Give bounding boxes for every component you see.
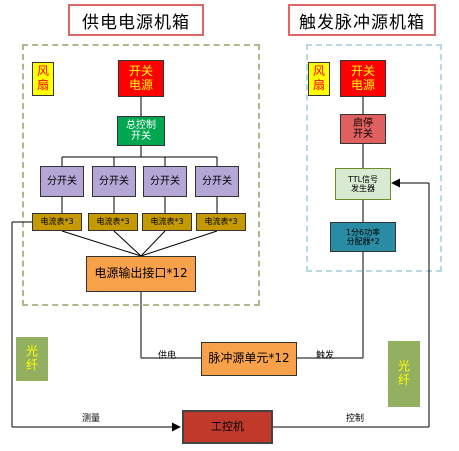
left-fan: 风 扇 — [32, 62, 54, 96]
sub-switch-4: 分开关 — [195, 166, 239, 197]
ttl-signal-generator: TTL信号 发生器 — [335, 168, 391, 200]
ammeter-4: 电流表*3 — [196, 213, 246, 231]
ammeter-2: 电流表*3 — [88, 213, 138, 231]
power-output-port: 电源输出接口*12 — [86, 256, 196, 292]
pulse-source-unit: 脉冲源单元*12 — [201, 342, 297, 376]
main-control-switch: 总控制 开关 — [117, 116, 165, 146]
ammeter-3: 电流表*3 — [142, 213, 192, 231]
right-switch-power: 开关 电源 — [340, 60, 386, 97]
ammeter-1: 电流表*3 — [32, 213, 82, 231]
label-control: 控制 — [346, 414, 365, 424]
start-stop-switch: 启停 开关 — [340, 114, 386, 144]
fiber-left: 光 纤 — [16, 337, 48, 381]
label-trigger: 触发 — [316, 351, 335, 361]
fiber-right: 光 纤 — [388, 341, 420, 407]
sub-switch-2: 分开关 — [92, 166, 136, 197]
right-fan: 风 扇 — [308, 62, 330, 96]
sub-switch-3: 分开关 — [143, 166, 187, 197]
trigger-pulse-chassis-frame — [306, 44, 442, 272]
label-measure: 测量 — [82, 414, 101, 424]
left-switch-power: 开关 电源 — [118, 60, 164, 97]
label-supply: 供电 — [158, 351, 177, 361]
sub-switch-1: 分开关 — [40, 166, 84, 197]
power-divider: 1分6功率 分配器*2 — [330, 222, 396, 252]
industrial-pc: 工控机 — [182, 410, 273, 444]
power-supply-chassis-title: 供电电源机箱 — [68, 4, 204, 36]
trigger-pulse-chassis-title: 触发脉冲源机箱 — [288, 4, 436, 36]
